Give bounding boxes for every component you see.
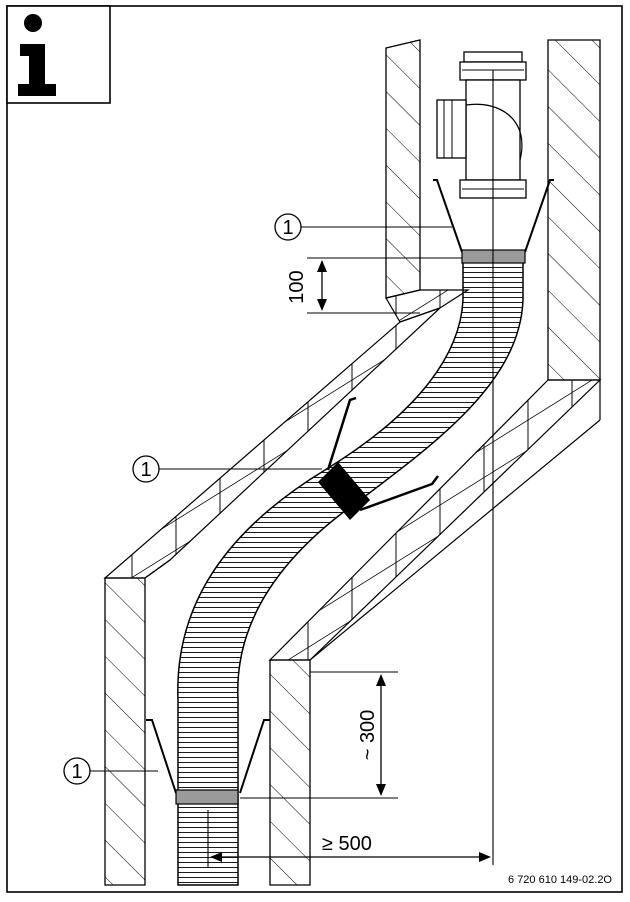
inspection-tee [436,51,527,199]
callout-1-top: 1 [274,213,452,241]
outer-border [6,5,623,893]
callout-1-middle: 1 [132,455,322,483]
info-icon [6,5,111,104]
callout-label: 1 [282,217,293,239]
dimension-300: ~ 300 [240,671,398,799]
callout-label: 1 [140,459,151,481]
dimension-label-100: 100 [286,270,308,303]
spacer-clamp-bottom [146,719,270,805]
dimension-label-300: ~ 300 [357,710,379,761]
dimension-label-500: ≥ 500 [322,833,372,855]
callout-label: 1 [71,761,82,783]
dimension-500: ≥ 500 [207,810,491,868]
callout-1-bottom: 1 [63,757,158,785]
flexible-flue-pipe [177,257,524,886]
spacer-clamp-middle [318,396,439,520]
dimension-100: 100 [286,257,462,314]
chimney-walls [103,39,602,886]
document-code: 6 720 610 149-02.2O [508,874,612,886]
